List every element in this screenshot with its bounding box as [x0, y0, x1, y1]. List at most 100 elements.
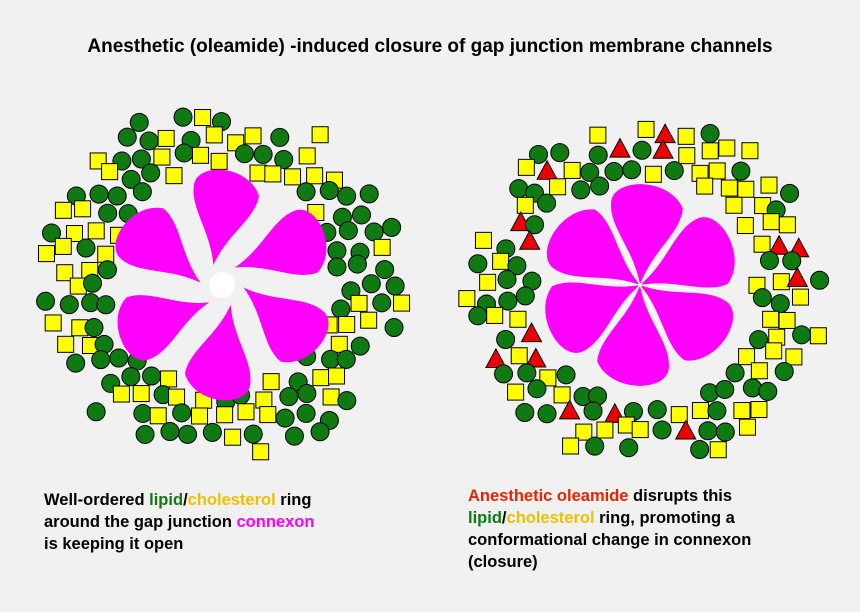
cholesterol-word: cholesterol	[506, 509, 595, 527]
cholesterol-square	[517, 158, 535, 176]
cholesterol-square	[37, 245, 55, 263]
open-pore	[209, 272, 235, 298]
lipid-circle	[117, 127, 137, 147]
lipid-circle	[284, 426, 304, 446]
connexin-subunit	[243, 287, 329, 363]
cholesterol-square	[338, 316, 356, 334]
lipid-circle	[556, 365, 576, 385]
lipid-circle	[515, 402, 535, 422]
cholesterol-square	[737, 180, 755, 198]
lipid-circle	[382, 217, 402, 237]
lipid-circle	[310, 422, 330, 442]
closed-pore-line	[639, 239, 673, 286]
cholesterol-square	[507, 383, 525, 401]
cholesterol-square	[549, 178, 567, 196]
cholesterol-square	[677, 127, 695, 145]
caption-right-line1: Anesthetic oleamide disrupts this	[468, 485, 751, 507]
cholesterol-square	[563, 161, 581, 179]
cholesterol-square	[237, 403, 255, 421]
lipid-circle	[497, 269, 517, 289]
lipid-circle	[141, 163, 161, 183]
cholesterol-square	[670, 406, 688, 424]
lipid-circle	[690, 440, 710, 460]
lipid-circle	[338, 221, 358, 241]
lipid-circle	[571, 180, 591, 200]
lipid-circle	[698, 421, 718, 441]
cholesterol-square	[596, 421, 614, 439]
connexin-subunit	[184, 304, 251, 401]
lipid-circle	[160, 421, 180, 441]
cholesterol-square	[112, 385, 130, 403]
lipid-circle	[142, 366, 162, 386]
caption-right-line2: lipid/cholesterol ring, promoting a	[468, 507, 751, 529]
lipid-word: lipid	[468, 509, 502, 527]
lipid-circle	[359, 184, 379, 204]
cholesterol-square	[168, 388, 186, 406]
connexin-subunit	[547, 209, 640, 285]
cholesterol-square	[691, 401, 709, 419]
lipid-circle	[758, 381, 778, 401]
cholesterol-square	[725, 196, 743, 214]
oleamide-triangle	[525, 347, 547, 368]
lipid-circle	[517, 363, 537, 383]
lipid-circle	[707, 401, 727, 421]
lipid-circle	[731, 161, 751, 181]
lipid-circle	[129, 112, 149, 132]
lipid-circle	[132, 182, 152, 202]
lipid-circle	[361, 274, 381, 294]
lipid-circle	[279, 387, 299, 407]
cholesterol-square	[360, 311, 378, 329]
lipid-circle	[742, 378, 762, 398]
lipid-circle	[327, 241, 347, 261]
cholesterol-square	[637, 120, 655, 138]
lipid-circle	[350, 336, 370, 356]
lipid-circle	[384, 318, 404, 338]
cholesterol-square	[97, 245, 115, 263]
cholesterol-square	[750, 401, 768, 419]
cholesterol-square	[153, 148, 171, 166]
lipid-circle	[347, 254, 367, 274]
cholesterol-square	[165, 167, 183, 185]
lipid-circle	[580, 162, 600, 182]
cholesterol-square	[708, 162, 726, 180]
cholesterol-square	[56, 264, 74, 282]
cholesterol-square	[87, 222, 105, 240]
lipid-word: lipid	[149, 491, 184, 509]
lipid-circle	[647, 400, 667, 420]
lipid-circle	[780, 183, 800, 203]
caption-left-line2: around the gap junction connexon	[44, 511, 314, 533]
cholesterol-square	[539, 369, 557, 387]
cholesterol-square	[709, 441, 727, 459]
cholesterol-square	[575, 423, 593, 441]
oleamide-triangle	[674, 419, 697, 440]
cholesterol-square	[284, 168, 302, 186]
cholesterol-square	[350, 294, 368, 312]
cholesterol-square	[216, 406, 234, 424]
connexin-subunit	[234, 209, 327, 275]
lipid-circle	[270, 127, 290, 147]
closed-pore-line	[616, 234, 641, 286]
cholesterol-square	[262, 373, 280, 391]
cholesterol-square	[312, 369, 330, 387]
cholesterol-square	[264, 165, 282, 183]
cholesterol-word: cholesterol	[187, 491, 276, 509]
cholesterol-square	[765, 342, 783, 360]
cholesterol-square	[224, 428, 242, 446]
cholesterol-square	[509, 310, 527, 328]
lipid-circle	[496, 330, 516, 350]
lipid-circle	[174, 143, 194, 163]
cholesterol-square	[328, 367, 346, 385]
connexin-subunit	[545, 282, 640, 353]
cholesterol-square	[772, 273, 790, 291]
lipid-circle	[590, 176, 610, 196]
cholesterol-square	[311, 126, 329, 144]
lipid-circle	[97, 260, 117, 280]
cholesterol-square	[762, 310, 780, 328]
cholesterol-square	[54, 201, 72, 219]
closed-pore-line	[639, 284, 695, 291]
lipid-circle	[527, 379, 547, 399]
lipid-circle	[41, 223, 61, 243]
caption-slash: /	[501, 509, 507, 527]
lipid-circle	[537, 193, 557, 213]
cholesterol-square	[762, 213, 780, 231]
